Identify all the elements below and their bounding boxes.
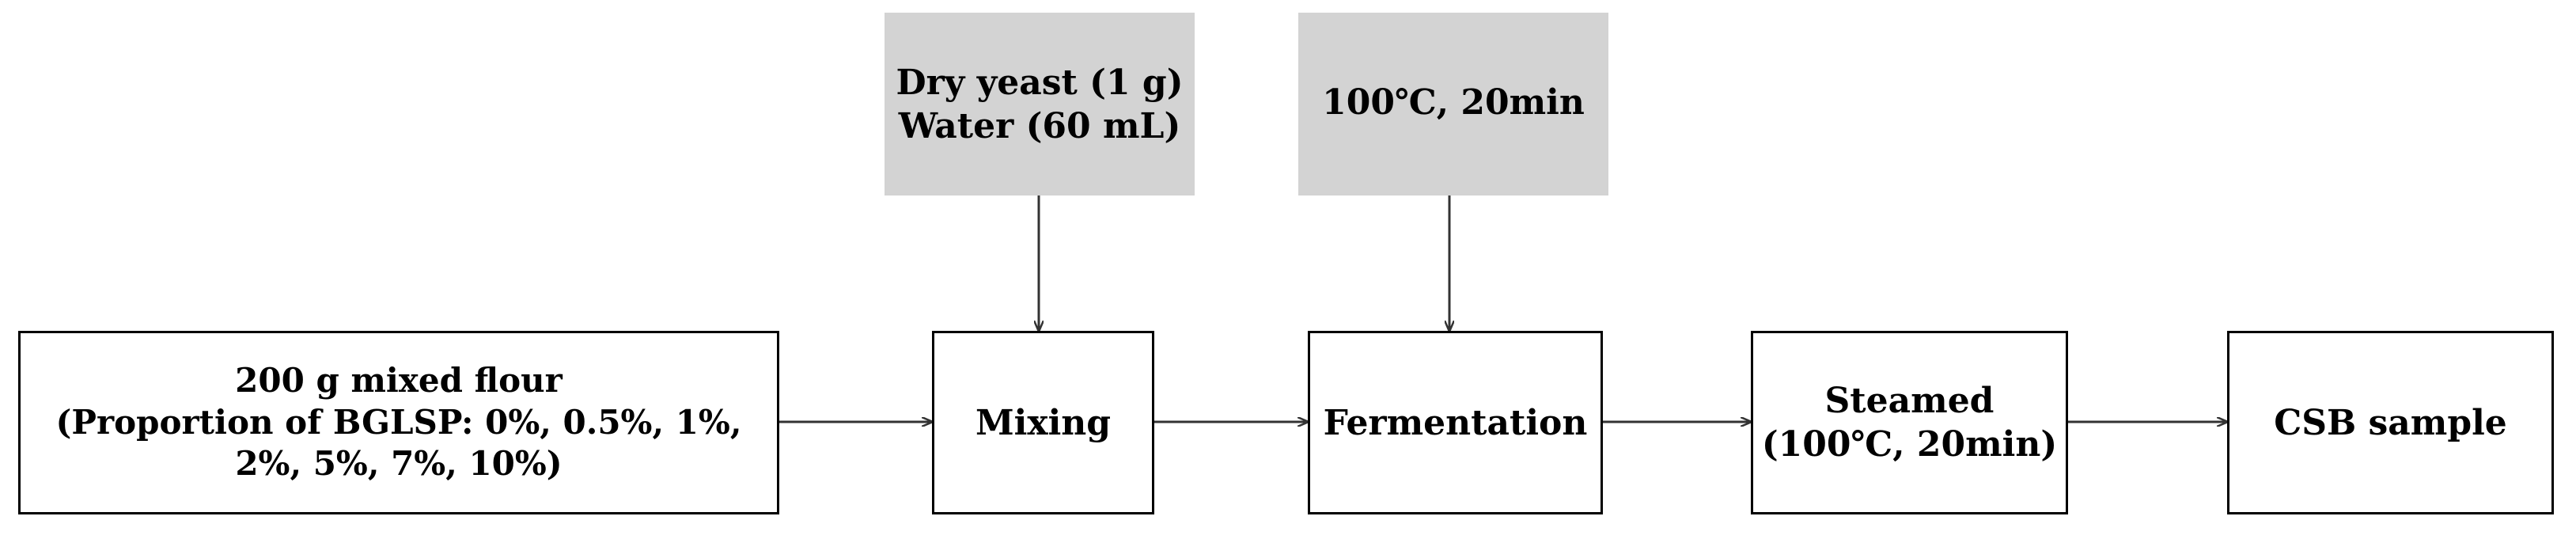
steamed-condition-label: (100℃, 20min) <box>1761 424 2058 465</box>
fermentation-label: Fermentation <box>1323 402 1588 443</box>
yeast-water-input-box: Dry yeast (1 g) Water (60 mL) <box>885 13 1195 195</box>
proofing-condition-label: 100℃, 20min <box>1322 82 1585 123</box>
steamed-step-box: Steamed (100℃, 20min) <box>1751 331 2068 514</box>
csb-sample-label: CSB sample <box>2274 402 2507 443</box>
water-line: Water (60 mL) <box>898 105 1181 146</box>
mixing-step-box: Mixing <box>932 331 1154 514</box>
mixed-flour-line-1: 200 g mixed flour <box>235 361 563 400</box>
mixed-flour-line-2: (Proportion of BGLSP: 0%, 0.5%, 1%, <box>55 402 742 442</box>
mixing-label: Mixing <box>975 402 1112 443</box>
mixed-flour-line-3: 2%, 5%, 7%, 10%) <box>235 444 563 484</box>
csb-sample-box: CSB sample <box>2227 331 2554 514</box>
fermentation-step-box: Fermentation <box>1308 331 1603 514</box>
mixed-flour-box: 200 g mixed flour (Proportion of BGLSP: … <box>18 331 779 514</box>
steamed-label: Steamed <box>1824 381 1995 421</box>
yeast-line: Dry yeast (1 g) <box>896 62 1184 103</box>
proofing-condition-box: 100℃, 20min <box>1298 13 1608 195</box>
